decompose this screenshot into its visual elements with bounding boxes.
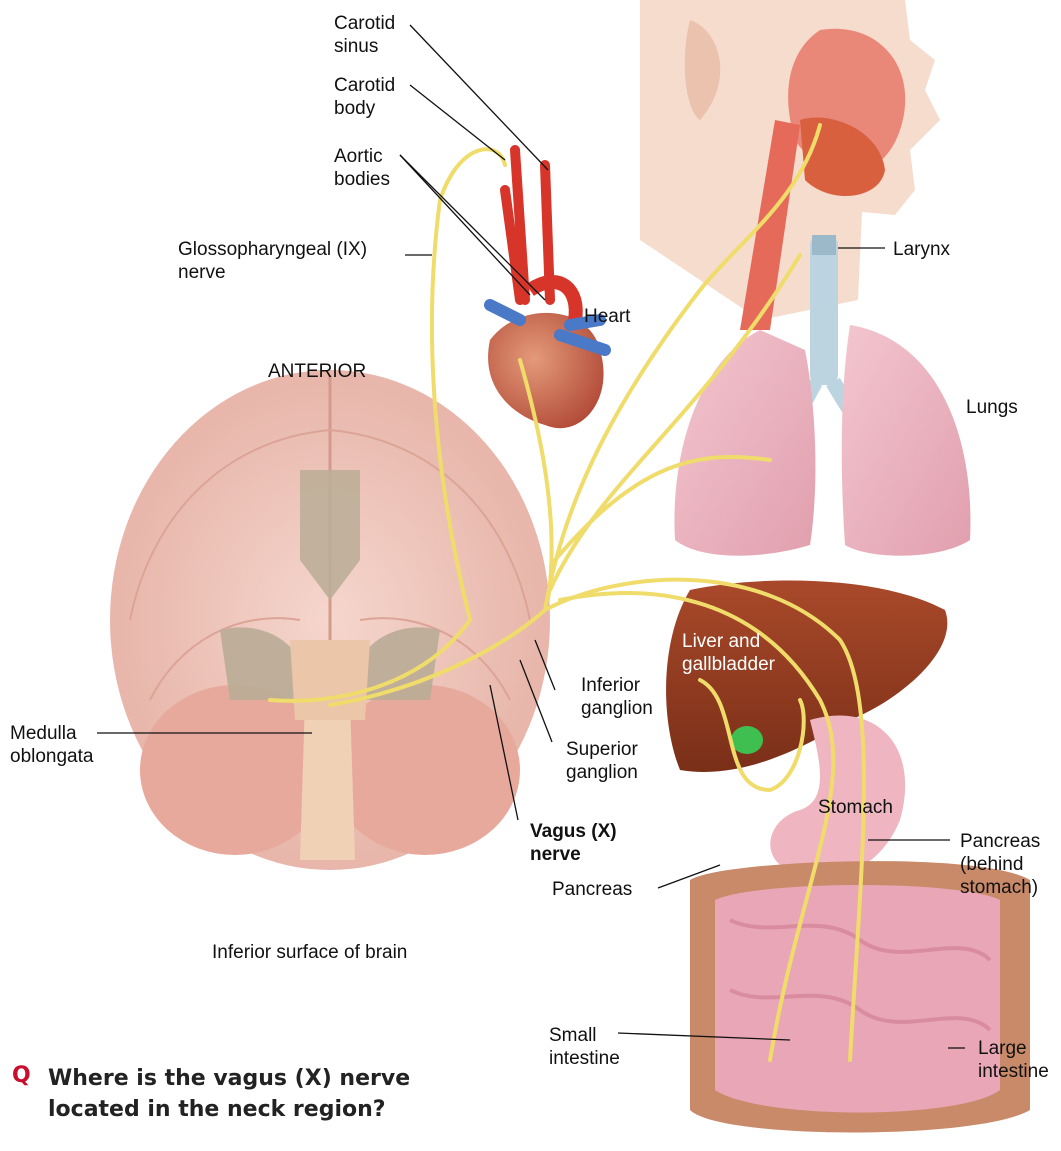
label-medulla-oblongata: Medulla oblongata bbox=[10, 722, 93, 768]
label-liver-gallbladder: Liver and gallbladder bbox=[682, 630, 775, 676]
liver bbox=[666, 580, 947, 771]
label-aortic-bodies: Aortic bodies bbox=[334, 145, 390, 191]
label-larynx: Larynx bbox=[893, 238, 950, 261]
label-small-intestine: Small intestine bbox=[549, 1024, 620, 1070]
label-lungs: Lungs bbox=[966, 396, 1018, 419]
label-carotid-body: Carotid body bbox=[334, 74, 395, 120]
label-pancreas: Pancreas bbox=[552, 878, 632, 901]
question-text: Where is the vagus (X) nerve located in … bbox=[48, 1063, 468, 1125]
label-heart: Heart bbox=[584, 305, 630, 328]
label-pancreas-behind-stomach: Pancreas (behind stomach) bbox=[960, 830, 1040, 899]
label-large-intestine: Large intestine bbox=[978, 1037, 1049, 1083]
label-vagus-nerve: Vagus (X) nerve bbox=[530, 820, 617, 866]
label-glossopharyngeal-nerve: Glossopharyngeal (IX) nerve bbox=[178, 238, 367, 284]
label-superior-ganglion: Superior ganglion bbox=[566, 738, 638, 784]
label-inferior-ganglion: Inferior ganglion bbox=[581, 674, 653, 720]
question-marker: Q bbox=[12, 1063, 31, 1088]
heart bbox=[488, 150, 605, 428]
brain-caption: Inferior surface of brain bbox=[212, 941, 407, 964]
label-carotid-sinus: Carotid sinus bbox=[334, 12, 395, 58]
label-stomach: Stomach bbox=[818, 796, 893, 819]
label-anterior: ANTERIOR bbox=[268, 360, 366, 383]
head-neck-silhouette bbox=[640, 0, 940, 330]
brain bbox=[110, 370, 550, 870]
